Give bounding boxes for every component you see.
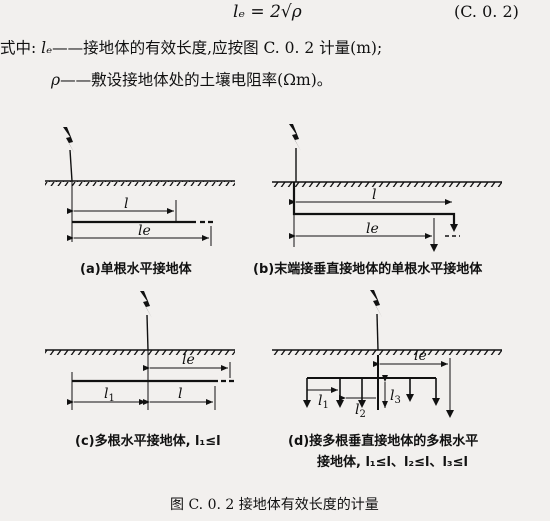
caption-a: (a)单根水平接地体 bbox=[80, 262, 192, 277]
label-l3: l3 bbox=[390, 388, 401, 406]
caption-d-line2: 接地体, l₁≤l、l₂≤l、l₃≤l bbox=[317, 455, 468, 470]
figure-title: 图 C. 0. 2 接地体有效长度的计量 bbox=[170, 497, 379, 513]
label-le: le bbox=[414, 348, 427, 364]
label-le: le bbox=[138, 223, 151, 239]
label-l: l bbox=[178, 386, 182, 402]
label-l2: l2 bbox=[355, 402, 366, 420]
label-le: le bbox=[182, 352, 195, 368]
formula-number: (C. 0. 2) bbox=[454, 2, 519, 21]
lightning-icon bbox=[289, 124, 301, 151]
caption-c: (c)多根水平接地体, l₁≤l bbox=[75, 434, 221, 449]
lightning-icon bbox=[370, 290, 382, 317]
label-l: l bbox=[124, 196, 128, 212]
lightning-icon bbox=[63, 127, 75, 154]
definition-prefix: 式中: bbox=[0, 39, 37, 57]
diagram-a: l le bbox=[45, 127, 235, 246]
ground-surface bbox=[272, 182, 502, 187]
label-l1: l1 bbox=[104, 386, 115, 404]
ground-surface bbox=[45, 350, 235, 355]
rho-symbol: ρ bbox=[51, 71, 61, 89]
le-definition: ——接地体的有效长度,应按图 C. 0. 2 计量(m); bbox=[52, 39, 383, 57]
diagram-c: le l1 l bbox=[45, 291, 236, 410]
lightning-icon bbox=[140, 291, 152, 318]
label-l1: l1 bbox=[318, 393, 329, 411]
caption-d-line1: (d)接多根垂直接地体的多根水平 bbox=[288, 434, 479, 449]
ground-surface bbox=[272, 350, 502, 355]
label-le: le bbox=[366, 221, 379, 237]
le-symbol: lₑ bbox=[41, 39, 53, 57]
definition-rho: ρ——敷设接地体处的土壤电阻率(Ωm)。 bbox=[51, 68, 332, 90]
label-l: l bbox=[372, 187, 376, 203]
rho-definition: ——敷设接地体处的土壤电阻率(Ωm)。 bbox=[60, 71, 333, 89]
caption-b: (b)末端接垂直接地体的单根水平接地体 bbox=[253, 262, 483, 277]
formula: lₑ = 2√ρ bbox=[233, 2, 302, 22]
diagram-d: le l1 l2 l3 bbox=[272, 290, 502, 420]
ground-surface bbox=[45, 181, 235, 186]
definition-le: 式中: lₑ——接地体的有效长度,应按图 C. 0. 2 计量(m); bbox=[0, 36, 382, 58]
diagram-b: l le bbox=[272, 124, 502, 252]
